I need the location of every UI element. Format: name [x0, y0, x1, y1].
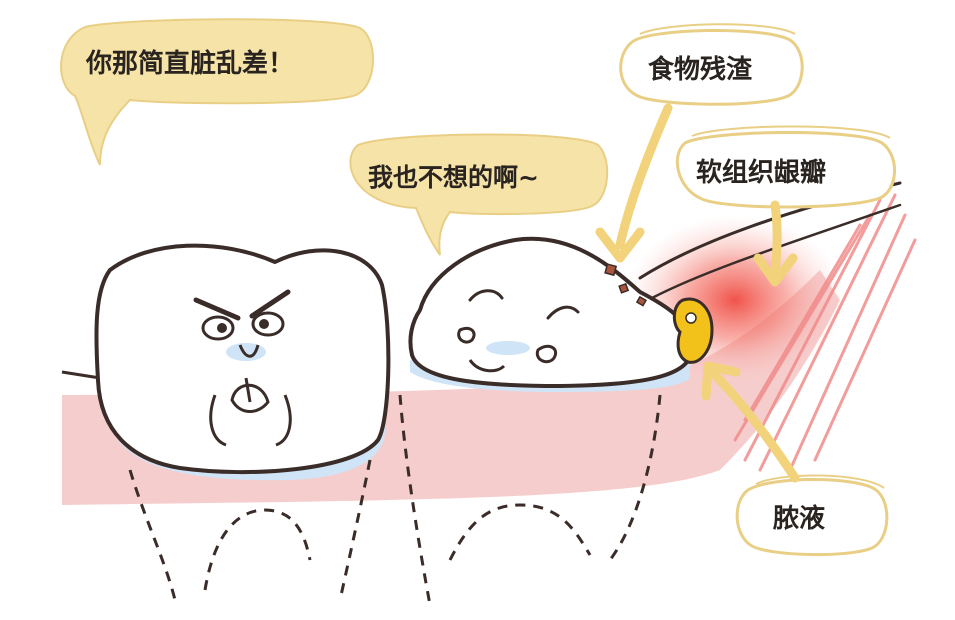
arrow-up-left-icon [701, 361, 741, 401]
callout-pus: 脓液 [701, 361, 889, 557]
label-soft-tissue-flap: 软组织龈瓣 [696, 157, 826, 188]
wisdom-right-eye [546, 305, 580, 320]
angry-tooth [94, 243, 391, 601]
callout-food-debris: 食物残渣 [595, 23, 804, 263]
wisdom-tooth [398, 236, 695, 606]
label-pus: 脓液 [772, 504, 825, 534]
angry-left-brow [193, 297, 241, 321]
callout-soft-tissue: 软组织龈瓣 [675, 125, 896, 287]
angry-arm-left [209, 394, 227, 447]
wisdom-cheek-blush [486, 341, 530, 355]
speech-text-wisdom: 我也不想的啊~ [368, 163, 539, 192]
arrow-soft-tissue [770, 200, 782, 277]
angry-cheek-blush [226, 343, 266, 361]
arrow-down-icon [595, 227, 645, 263]
wisdom-tooth-root-inner [448, 503, 592, 561]
wisdom-left-eye [468, 289, 504, 302]
speech-text-angry: 你那简直脏乱差！ [85, 48, 294, 79]
angry-arm-right [275, 394, 292, 447]
wisdom-tear [457, 326, 476, 344]
soft-tissue-flap-edge [650, 203, 902, 300]
gum-texture-lines [733, 193, 917, 472]
angry-tooth-root-right [338, 459, 372, 601]
wisdom-mouth [535, 344, 557, 364]
gum-edge-line [61, 370, 101, 380]
speech-bubble-angry: 你那简直脏乱差！ [60, 18, 374, 166]
wisdom-tooth-root-right [608, 394, 662, 561]
arrow-pus [707, 367, 800, 483]
pus-blob [672, 297, 714, 364]
arrow-food-debris [615, 103, 673, 250]
angry-nose-line [238, 344, 260, 358]
angry-tooth-root-inner [203, 508, 312, 591]
angry-mouth [230, 383, 270, 413]
wisdom-tooth-root-left [398, 394, 432, 606]
speech-bubble-wisdom: 我也不想的啊~ [349, 133, 609, 256]
label-food-debris: 食物残渣 [648, 54, 753, 85]
arrow-down-icon [753, 253, 798, 287]
angry-right-brow [249, 289, 291, 319]
food-debris-bits [604, 263, 647, 307]
angry-tooth-root-left [128, 469, 177, 601]
